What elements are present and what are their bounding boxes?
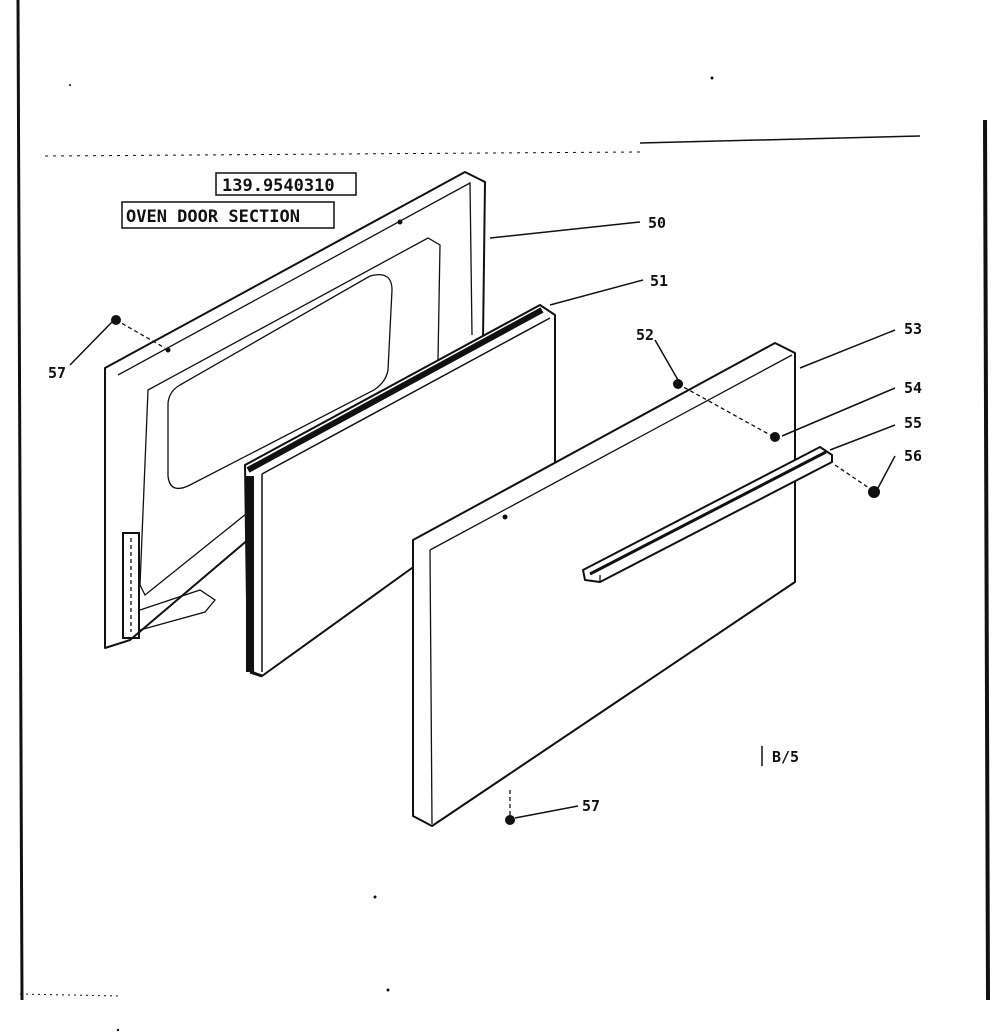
callout-52: 52 bbox=[636, 326, 654, 344]
callout-50: 50 bbox=[648, 214, 666, 232]
callout-57-bottom: 57 bbox=[582, 797, 600, 815]
scan-border bbox=[16, 0, 990, 1001]
callout-56: 56 bbox=[904, 447, 922, 465]
callout-55: 55 bbox=[904, 414, 922, 432]
insulation-panel bbox=[244, 304, 556, 678]
door-handle bbox=[582, 446, 833, 583]
leader-lines bbox=[69, 221, 896, 819]
screw-54 bbox=[770, 432, 780, 442]
section-title: OVEN DOOR SECTION bbox=[126, 207, 300, 227]
callout-57-top: 57 bbox=[48, 364, 66, 382]
callout-51: 51 bbox=[650, 272, 668, 290]
callout-53: 53 bbox=[904, 320, 922, 338]
screws bbox=[111, 315, 880, 825]
part-number: 139.9540310 bbox=[222, 176, 335, 196]
callout-labels: 50 51 52 53 54 55 56 57 57 bbox=[48, 214, 922, 815]
screw-57-bottom bbox=[505, 815, 515, 825]
inner-door-panel bbox=[104, 171, 486, 649]
outer-door-panel bbox=[412, 342, 796, 827]
callout-54: 54 bbox=[904, 379, 922, 397]
header-block: 139.9540310 OVEN DOOR SECTION bbox=[121, 172, 357, 229]
page-code-block: B/5 bbox=[761, 746, 799, 766]
scan-specks bbox=[69, 76, 714, 1032]
page-code: B/5 bbox=[772, 748, 799, 766]
